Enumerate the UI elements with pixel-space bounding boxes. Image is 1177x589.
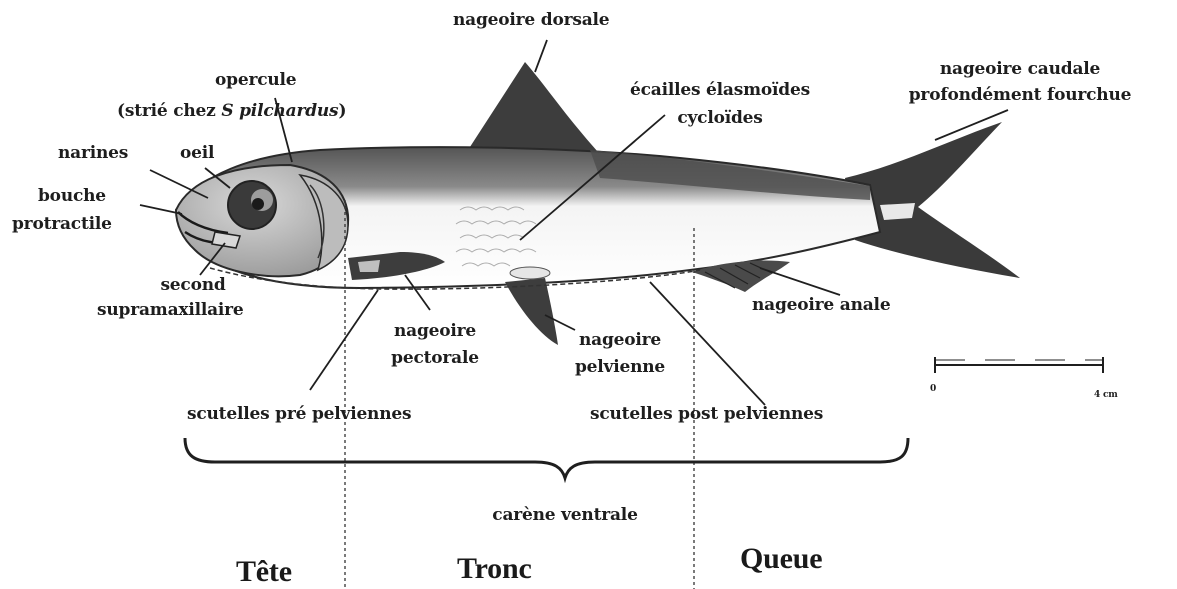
opercule-note-suffix: ) [338, 101, 346, 121]
label-opercule-note: (strié chez S pilchardus) [117, 101, 346, 122]
label-oeil: oeil [180, 143, 214, 164]
label-scutelles-post: scutelles post pelviennes [590, 404, 823, 425]
caudal-fin-highlight [880, 203, 915, 220]
label-pectorale-2: pectorale [360, 348, 510, 369]
label-ecailles-2: cycloïdes [600, 108, 840, 129]
label-pelvienne-2: pelvienne [545, 357, 695, 378]
pelvic-fin-base [510, 267, 550, 279]
label-caudale-1: nageoire caudale [885, 59, 1155, 80]
label-carene-ventrale: carène ventrale [430, 505, 700, 526]
label-caudale-2: profondément fourchue [875, 85, 1165, 106]
label-pectorale-1: nageoire [360, 321, 510, 342]
label-narines: narines [58, 143, 128, 164]
pectoral-fin-base [358, 260, 380, 272]
label-opercule: opercule [215, 70, 296, 91]
scale-bar-end: 4 cm [1094, 390, 1118, 400]
opercule-note-prefix: (strié chez [117, 101, 221, 121]
label-scutelles-pre: scutelles pré pelviennes [187, 404, 411, 425]
opercule-note-species: S pilchardus [221, 101, 338, 121]
label-nageoire-anale: nageoire anale [752, 295, 890, 316]
label-pelvienne-1: nageoire [545, 330, 695, 351]
label-nageoire-dorsale: nageoire dorsale [453, 10, 609, 31]
label-second-2: supramaxillaire [97, 300, 244, 321]
label-queue: Queue [740, 542, 822, 576]
carene-brace [185, 438, 908, 478]
label-ecailles-1: écailles élasmoïdes [600, 80, 840, 101]
label-second-1: second [108, 275, 278, 296]
pupil [252, 198, 264, 210]
label-tete: Tête [236, 555, 292, 589]
scale-bar-start: 0 [930, 384, 936, 394]
label-bouche-2: protractile [12, 214, 112, 235]
label-bouche-1: bouche [38, 186, 106, 207]
scale-bar [935, 357, 1103, 373]
label-tronc: Tronc [457, 552, 532, 586]
dorsal-fin [468, 62, 598, 152]
